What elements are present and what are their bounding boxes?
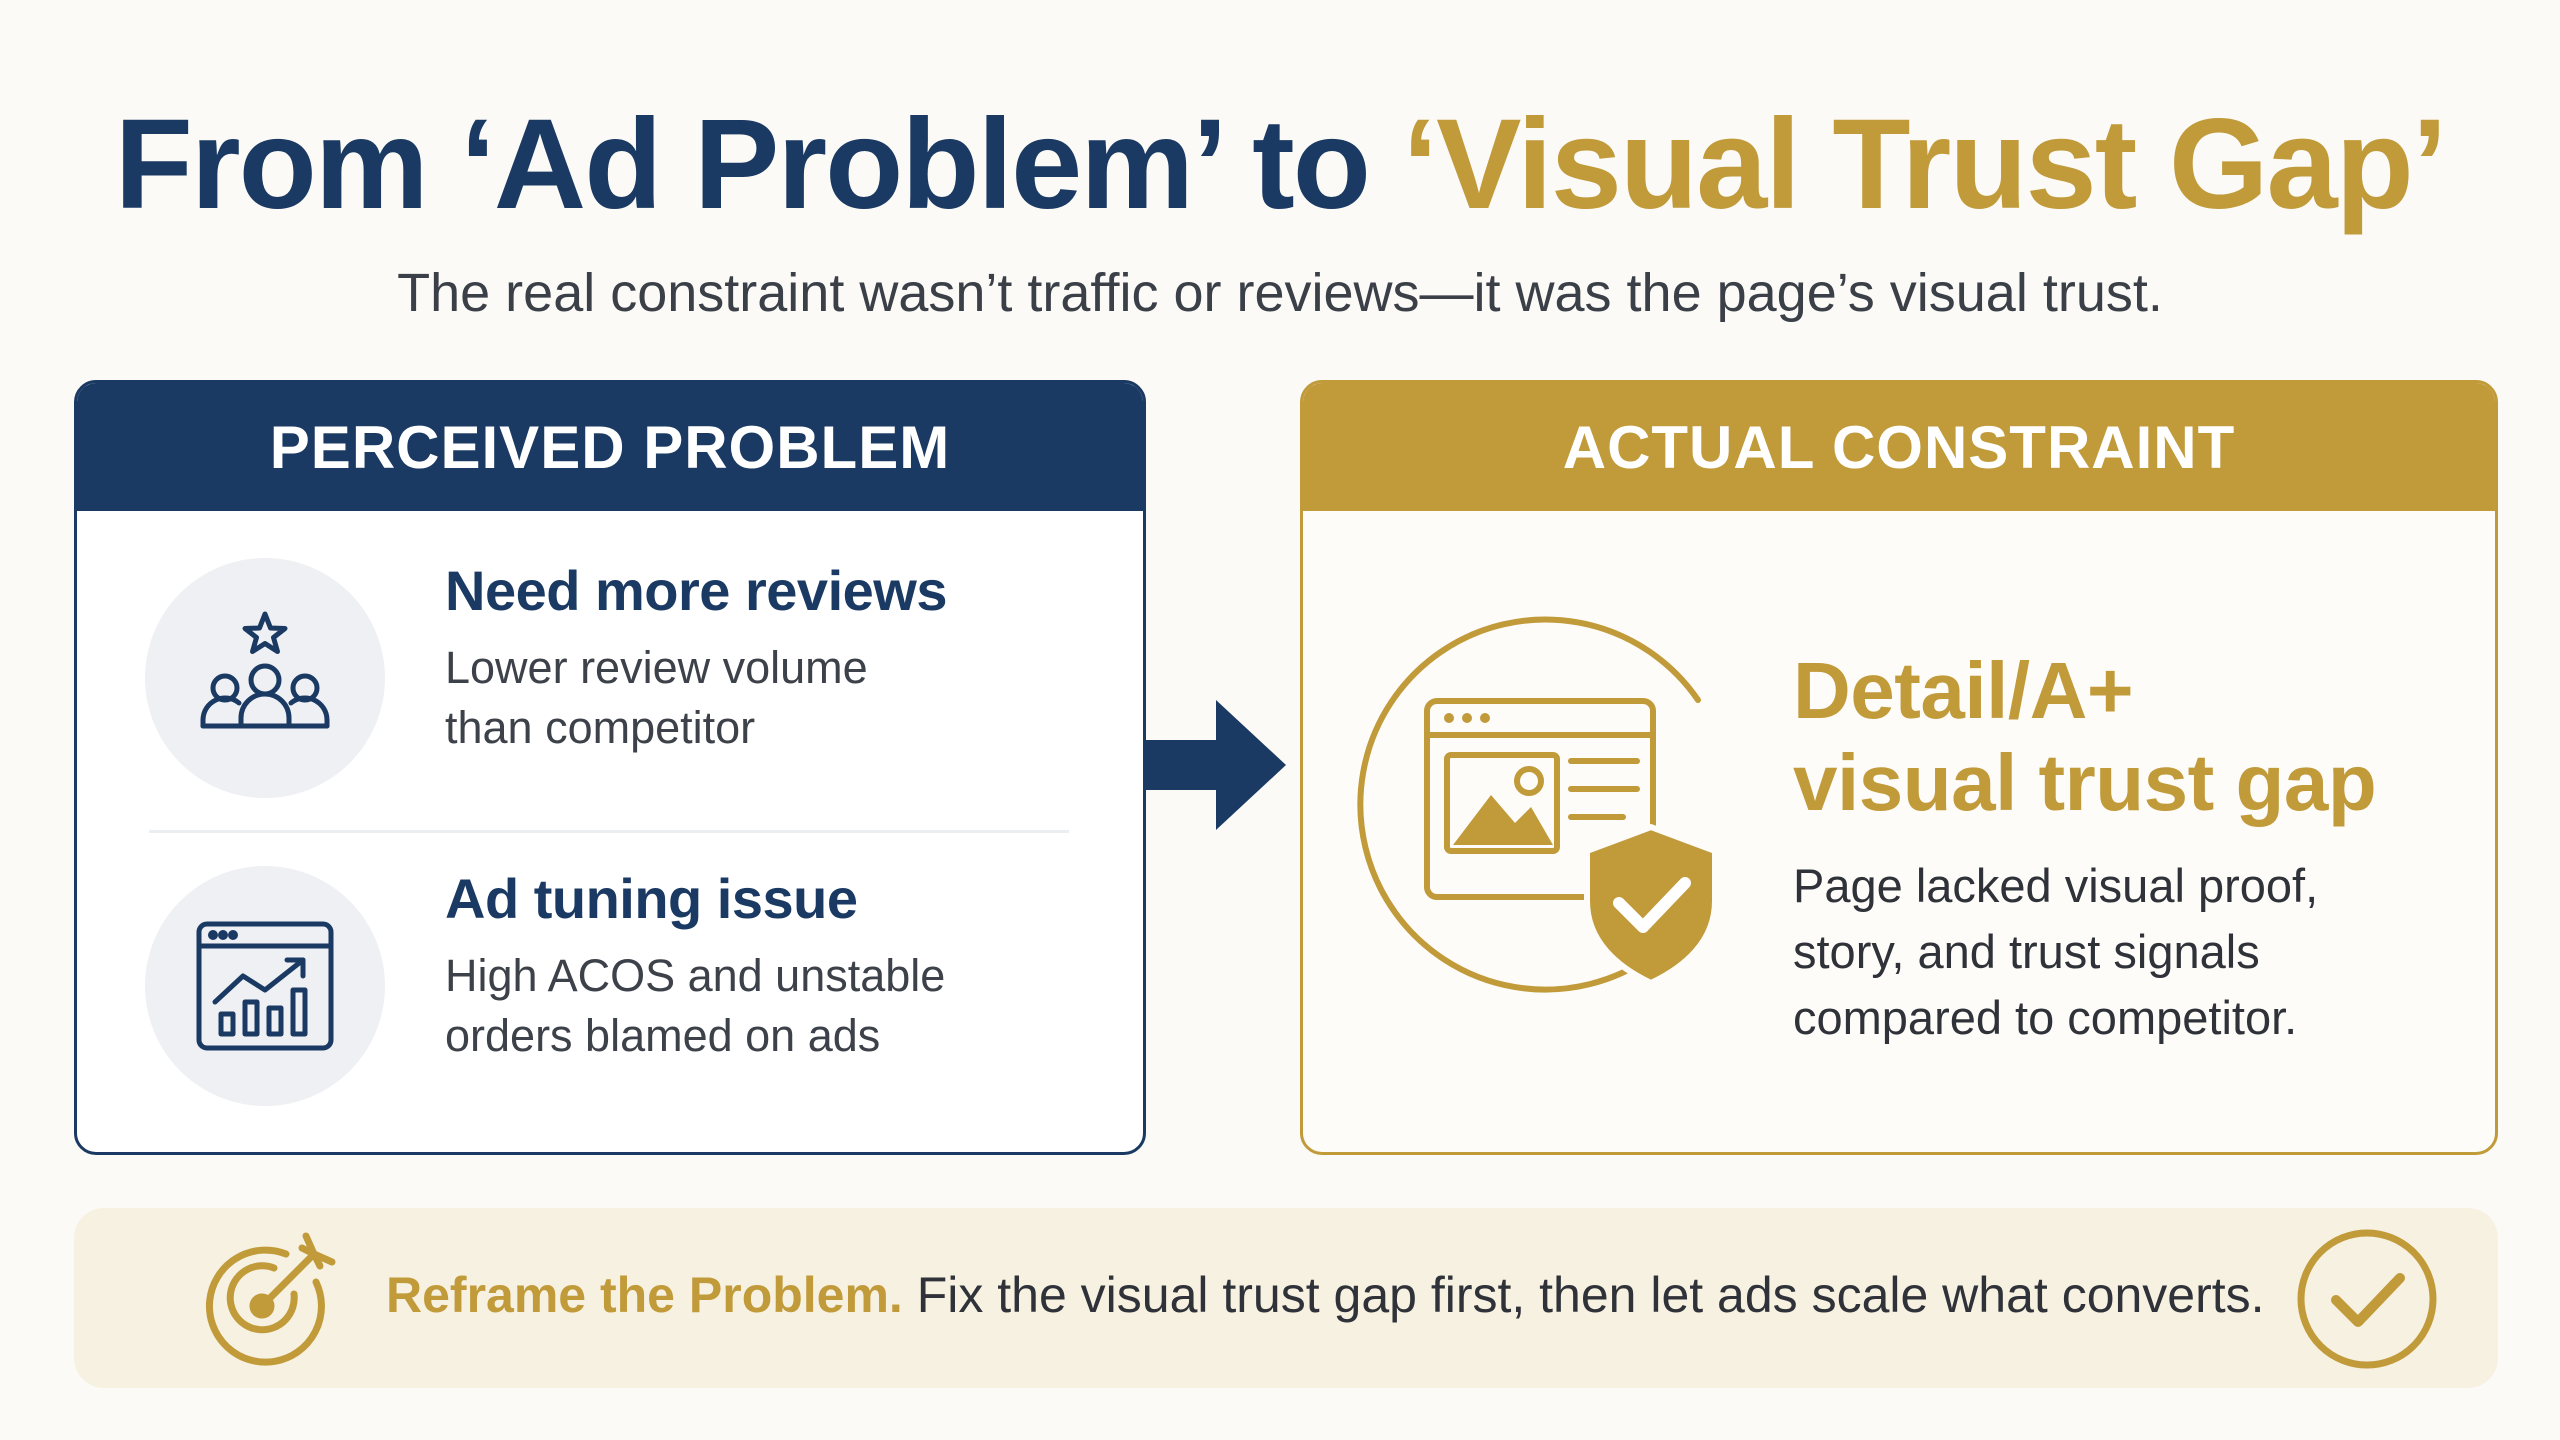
check-circle-icon bbox=[2297, 1229, 2437, 1369]
desc-line: story, and trust signals bbox=[1793, 925, 2260, 978]
banner-lead: Reframe the Problem. bbox=[386, 1267, 903, 1323]
desc-line: than competitor bbox=[445, 702, 756, 753]
perceived-item-title: Ad tuning issue bbox=[445, 867, 858, 930]
perceived-item-reviews: Need more reviews Lower review volume th… bbox=[145, 558, 1105, 808]
constraint-description: Page lacked visual proof, story, and tru… bbox=[1793, 853, 2473, 1051]
constraint-title-line: Detail/A+ bbox=[1793, 646, 2134, 735]
actual-constraint-heading: ACTUAL CONSTRAINT bbox=[1303, 383, 2495, 511]
perceived-problem-heading: PERCEIVED PROBLEM bbox=[77, 383, 1143, 511]
item-divider bbox=[149, 830, 1069, 833]
page-title: From ‘Ad Problem’ to ‘Visual Trust Gap’ bbox=[0, 93, 2560, 236]
perceived-item-ads: Ad tuning issue High ACOS and unstable o… bbox=[145, 866, 1105, 1116]
title-part-navy: From ‘Ad Problem’ to bbox=[114, 93, 1403, 236]
perceived-problem-panel: PERCEIVED PROBLEM Need more reviews Lowe… bbox=[74, 380, 1146, 1155]
reframe-banner: Reframe the Problem. Fix the visual trus… bbox=[74, 1208, 2498, 1388]
banner-text: Reframe the Problem. Fix the visual trus… bbox=[386, 1266, 2265, 1324]
desc-line: compared to competitor. bbox=[1793, 991, 2298, 1044]
actual-constraint-panel: ACTUAL CONSTRAINT Detail/A+ visual trust… bbox=[1300, 380, 2498, 1155]
title-part-gold: ‘Visual Trust Gap’ bbox=[1402, 93, 2448, 236]
constraint-title: Detail/A+ visual trust gap bbox=[1793, 645, 2473, 829]
perceived-item-desc: Lower review volume than competitor bbox=[445, 638, 1085, 758]
perceived-item-desc: High ACOS and unstable orders blamed on … bbox=[445, 946, 1085, 1066]
page-shield-check-icon bbox=[1357, 616, 1718, 993]
desc-line: orders blamed on ads bbox=[445, 1010, 881, 1061]
banner-body: Fix the visual trust gap first, then let… bbox=[902, 1267, 2265, 1323]
desc-line: Page lacked visual proof, bbox=[1793, 859, 2319, 912]
constraint-title-line: visual trust gap bbox=[1793, 738, 2377, 827]
arrow-right-icon bbox=[1146, 700, 1286, 830]
desc-line: Lower review volume bbox=[445, 642, 868, 693]
desc-line: High ACOS and unstable bbox=[445, 950, 946, 1001]
perceived-item-title: Need more reviews bbox=[445, 559, 947, 622]
analytics-chart-icon bbox=[145, 866, 385, 1106]
users-star-icon bbox=[145, 558, 385, 798]
target-arrow-icon bbox=[206, 1232, 336, 1366]
page-subtitle: The real constraint wasn’t traffic or re… bbox=[397, 263, 2163, 323]
